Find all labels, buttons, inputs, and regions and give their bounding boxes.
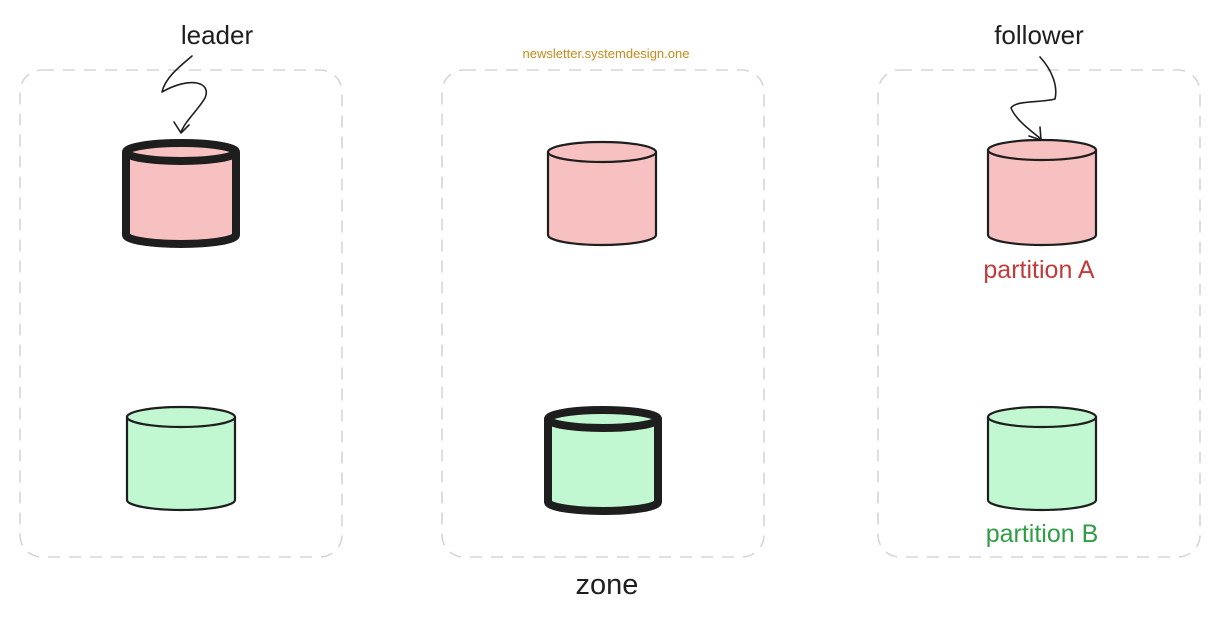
zone3-partition-b-top (986, 405, 1098, 429)
follower-arrow (1010, 56, 1057, 141)
watermark-text: newsletter.systemdesign.one (522, 46, 690, 61)
zone2-partition-a-top (546, 140, 658, 164)
zone-box-2 (441, 69, 765, 558)
zone1-partition-a-leader-top (122, 139, 240, 165)
follower-arrow-line (1010, 56, 1057, 140)
zone1-partition-a-leader-cylinder (122, 139, 240, 248)
partition-a-label: partition A (983, 256, 1095, 284)
leader-arrow-line (161, 55, 208, 133)
zone-box-3 (877, 69, 1201, 558)
zone-label: zone (575, 569, 639, 601)
zone3-partition-a-follower-cylinder (986, 138, 1098, 247)
zone2-partition-a-cylinder (546, 140, 658, 247)
leader-arrow-head (173, 121, 190, 134)
zone1-partition-a-leader-body (122, 152, 240, 248)
leader-label: leader (180, 20, 254, 50)
zone3-partition-b-body (986, 417, 1098, 512)
partition-b-label: partition B (985, 520, 1099, 548)
zone1-partition-b-body (125, 417, 237, 512)
zone3-partition-b-cylinder (986, 405, 1098, 512)
zone3-partition-a-body (986, 150, 1098, 247)
follower-arrow-head (1028, 126, 1042, 141)
follower-label: follower (994, 20, 1084, 50)
zone3-partition-a-top (986, 138, 1098, 162)
zone2-partition-a-body (546, 152, 658, 247)
zone1-partition-b-top (125, 405, 237, 429)
zone2-partition-b-leader-top (544, 406, 662, 432)
leader-arrow (161, 55, 208, 134)
zone-box-1 (19, 69, 343, 558)
zone2-partition-b-leader-cylinder (544, 406, 662, 515)
zone2-partition-b-leader-body (544, 419, 662, 515)
zone1-partition-b-cylinder (125, 405, 237, 512)
